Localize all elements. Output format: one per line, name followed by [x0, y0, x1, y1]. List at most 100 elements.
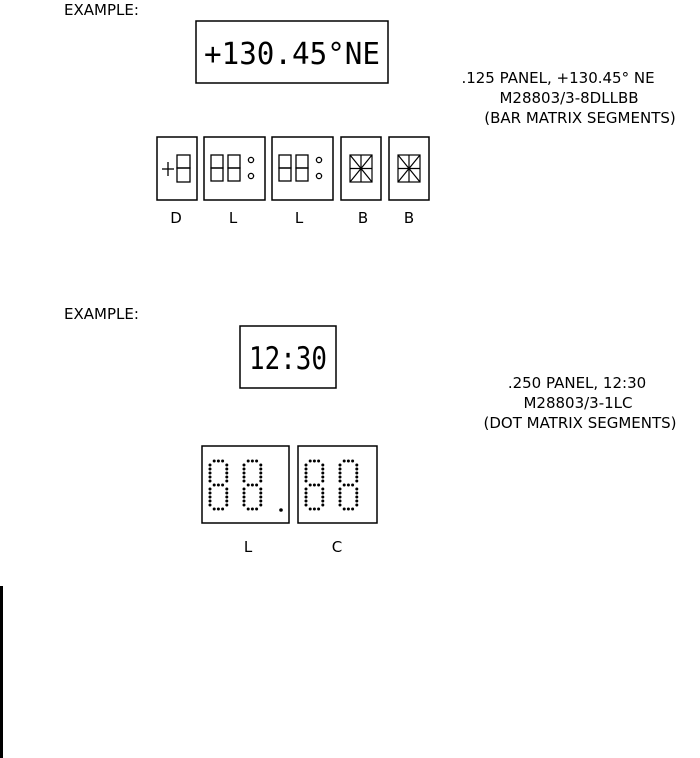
- matrix-dot: [355, 475, 359, 479]
- matrix-dot: [208, 467, 212, 471]
- eight-eight-colon-segments: [210, 154, 255, 182]
- matrix-dot: [338, 467, 342, 471]
- matrix-dot: [259, 467, 263, 471]
- matrix-dot: [242, 479, 246, 483]
- matrix-dot: [321, 495, 325, 499]
- matrix-dot: [304, 471, 308, 475]
- example1-module-b2: [388, 136, 430, 201]
- example1-display-frame: [195, 20, 389, 84]
- dot-matrix-digits: [208, 459, 283, 512]
- matrix-dot: [225, 499, 229, 503]
- matrix-dot: [342, 459, 346, 463]
- example2-module-l-label: L: [244, 538, 253, 556]
- matrix-dot: [242, 467, 246, 471]
- matrix-dot: [308, 459, 312, 463]
- matrix-dot: [255, 459, 259, 463]
- matrix-dot: [208, 475, 212, 479]
- example1-module-b2-label: B: [404, 209, 414, 227]
- matrix-dot: [225, 495, 229, 499]
- example2-desc-line2: M28803/3-1LC: [523, 394, 632, 412]
- matrix-dot: [321, 467, 325, 471]
- matrix-dot: [351, 459, 355, 463]
- matrix-dot: [259, 495, 263, 499]
- margin-bar: [0, 586, 3, 758]
- matrix-dot: [321, 503, 325, 507]
- matrix-dot: [312, 459, 316, 463]
- example1-module-l1: [203, 136, 266, 201]
- example1-module-l1-label: L: [229, 209, 238, 227]
- matrix-dot: [355, 467, 359, 471]
- matrix-dot: [321, 499, 325, 503]
- matrix-dot: [212, 483, 216, 487]
- matrix-dot: [242, 503, 246, 507]
- matrix-dot: [216, 507, 220, 511]
- matrix-dot: [304, 475, 308, 479]
- matrix-dot: [317, 459, 321, 463]
- matrix-dot: [346, 459, 350, 463]
- example1-module-b1: [340, 136, 382, 201]
- matrix-dot: [208, 487, 212, 491]
- matrix-dot: [321, 487, 325, 491]
- matrix-dot: [225, 479, 229, 483]
- example1-desc-line2: M28803/3-8DLLBB: [499, 89, 638, 107]
- matrix-dot: [246, 483, 250, 487]
- example1-desc-line1: .125 PANEL, +130.45° NE: [461, 69, 654, 87]
- matrix-dot: [304, 503, 308, 507]
- matrix-dot: [259, 475, 263, 479]
- matrix-dot: [308, 507, 312, 511]
- matrix-dot: [304, 463, 308, 467]
- matrix-dot: [304, 499, 308, 503]
- matrix-dot: [338, 479, 342, 483]
- matrix-dot: [338, 491, 342, 495]
- module-frame: [271, 136, 334, 201]
- matrix-dot: [208, 479, 212, 483]
- matrix-dot: [208, 503, 212, 507]
- matrix-dot: [355, 479, 359, 483]
- matrix-dot: [355, 487, 359, 491]
- matrix-dot: [225, 467, 229, 471]
- matrix-dot: [225, 471, 229, 475]
- matrix-dot: [246, 507, 250, 511]
- matrix-dot: [255, 507, 259, 511]
- matrix-dot: [351, 507, 355, 511]
- matrix-dot: [355, 495, 359, 499]
- matrix-dot: [208, 471, 212, 475]
- decimal-dot: [279, 508, 283, 512]
- matrix-dot: [250, 459, 254, 463]
- matrix-dot: [304, 495, 308, 499]
- matrix-dot: [355, 463, 359, 467]
- matrix-dot: [250, 483, 254, 487]
- matrix-dot: [212, 507, 216, 511]
- matrix-dot: [338, 487, 342, 491]
- example2-heading: EXAMPLE:: [64, 305, 139, 323]
- example2-desc-line3: (DOT MATRIX SEGMENTS): [483, 414, 676, 432]
- starburst-segments: [397, 154, 421, 183]
- matrix-dot: [312, 507, 316, 511]
- matrix-dot: [355, 491, 359, 495]
- matrix-dot: [342, 507, 346, 511]
- matrix-dot: [338, 503, 342, 507]
- matrix-dot: [259, 479, 263, 483]
- matrix-dot: [304, 479, 308, 483]
- matrix-dot: [346, 507, 350, 511]
- matrix-dot: [338, 475, 342, 479]
- matrix-dot: [242, 463, 246, 467]
- starburst-segments: [349, 154, 373, 183]
- matrix-dot: [304, 487, 308, 491]
- example2-module-c: [297, 445, 378, 524]
- matrix-dot: [246, 459, 250, 463]
- dot-matrix-digits: [304, 459, 359, 511]
- matrix-dot: [321, 463, 325, 467]
- matrix-dot: [321, 471, 325, 475]
- matrix-dot: [225, 491, 229, 495]
- matrix-dot: [242, 487, 246, 491]
- matrix-dot: [208, 491, 212, 495]
- example1-module-l2: [271, 136, 334, 201]
- matrix-dot: [242, 471, 246, 475]
- example2-display-text: 12:30: [249, 341, 327, 377]
- matrix-dot: [212, 459, 216, 463]
- example1-module-l2-label: L: [295, 209, 304, 227]
- example2-module-c-label: C: [332, 538, 342, 556]
- matrix-dot: [242, 475, 246, 479]
